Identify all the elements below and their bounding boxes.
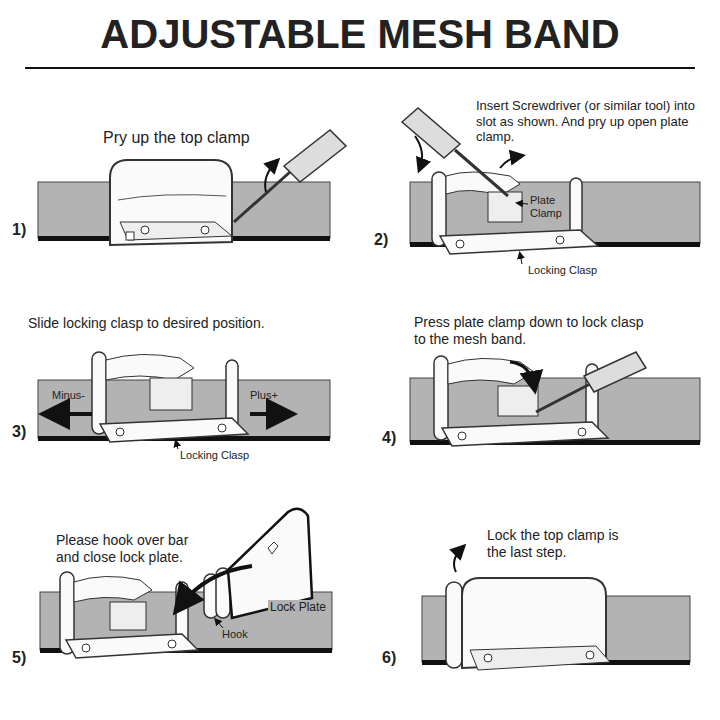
step-number: 1) (12, 220, 26, 239)
instruction-text: Please hook over bar and close lock plat… (56, 532, 206, 566)
step-number: 3) (12, 422, 26, 441)
part-label: Hook (222, 628, 248, 641)
step-number: 5) (12, 648, 26, 667)
instruction-text: Lock the top clamp is the last step. (487, 527, 637, 561)
part-label: Lock Plate (268, 600, 328, 614)
step-number: 2) (374, 230, 388, 249)
title: ADJUSTABLE MESH BAND (0, 10, 720, 58)
step-number: 6) (382, 648, 396, 667)
direction-label: Minus- (52, 389, 85, 402)
part-label: Locking Clasp (180, 449, 249, 462)
part-label: Locking Clasp (528, 264, 597, 277)
instruction-text: Pry up the top clamp (103, 128, 250, 147)
step-number: 4) (382, 428, 396, 447)
instruction-text: Press plate clamp down to lock clasp to … (414, 314, 650, 348)
part-label: Plate Clamp (530, 194, 576, 220)
instruction-text: Insert Screwdriver (or similar tool) int… (476, 98, 712, 145)
instruction-text: Slide locking clasp to desired position. (28, 315, 265, 332)
direction-label: Plus+ (250, 389, 278, 402)
